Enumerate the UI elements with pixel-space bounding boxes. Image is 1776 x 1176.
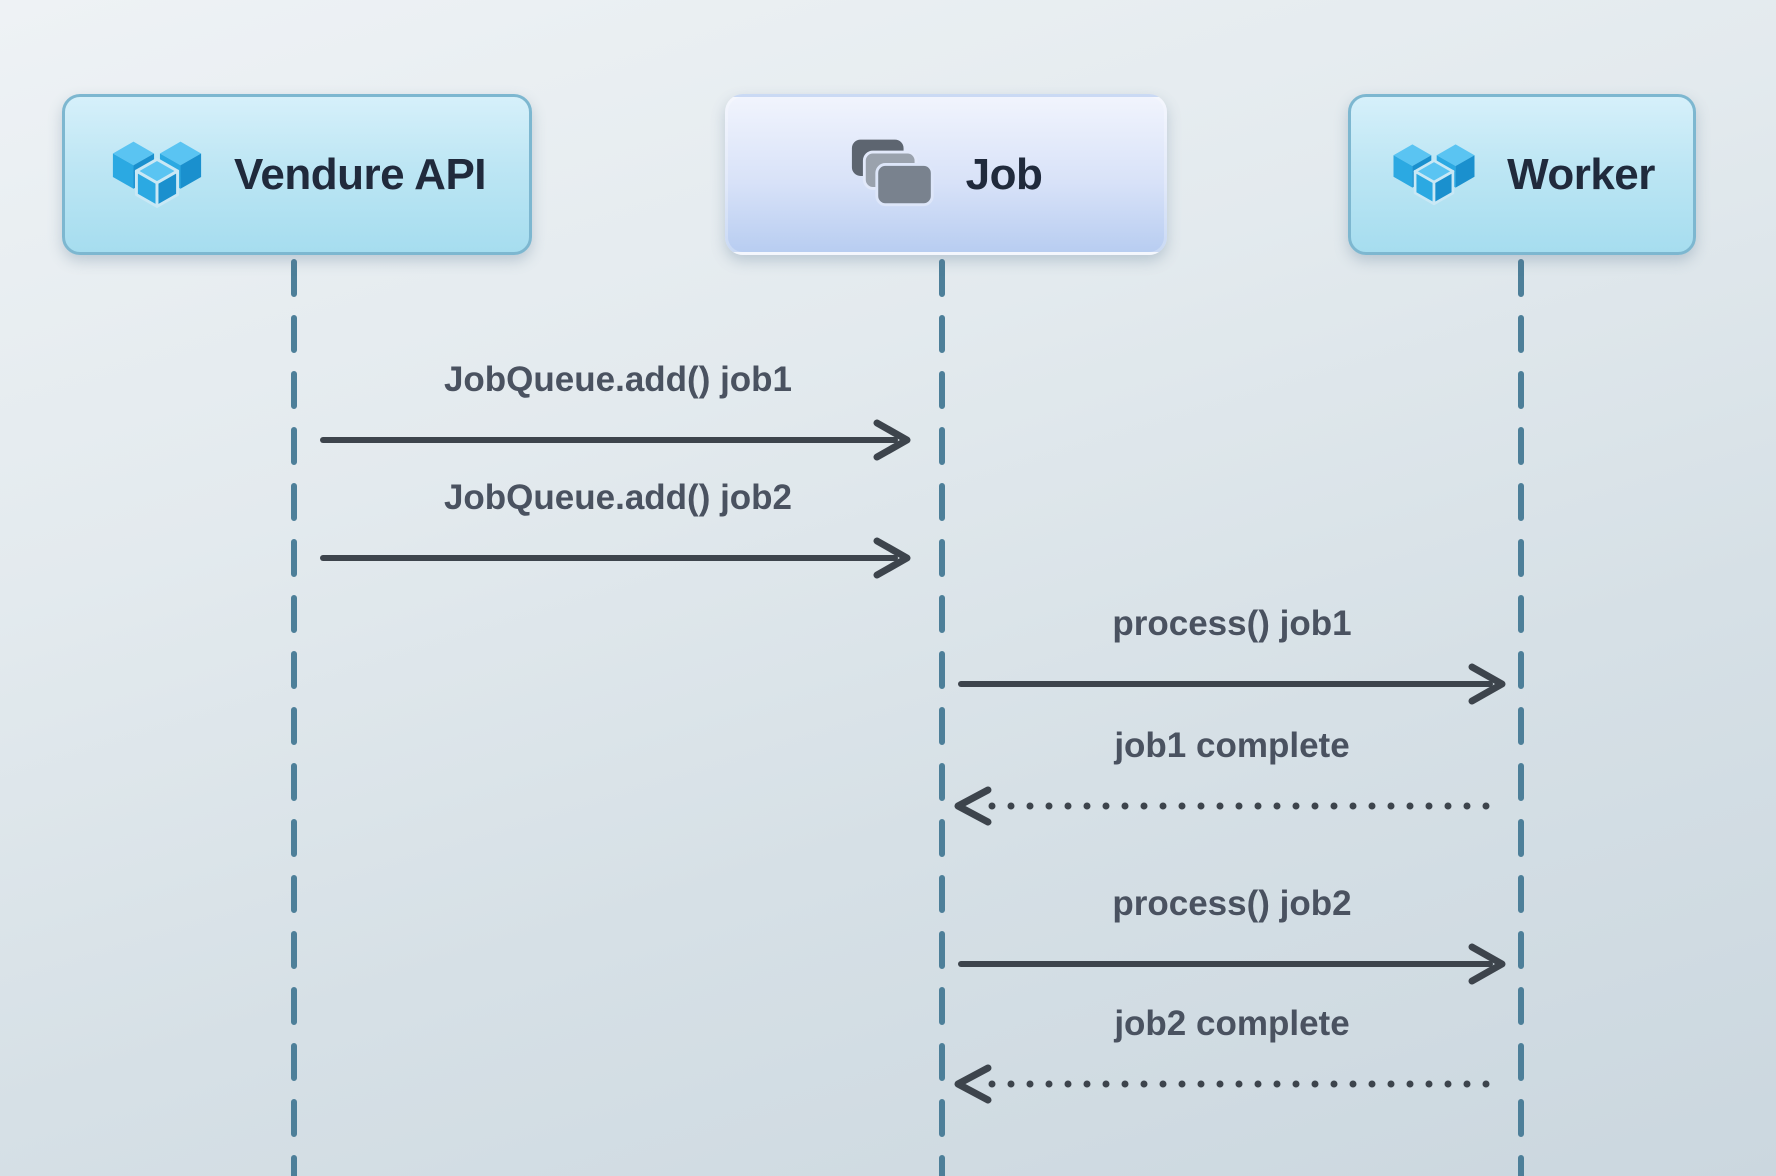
- message-label-job2-complete: job2 complete: [1114, 1004, 1350, 1043]
- actor-vendure-api: Vendure API: [62, 94, 532, 255]
- vendure-logo-icon: [112, 141, 202, 208]
- message-label-jobqueue-add-job1: JobQueue.add() job1: [443, 360, 793, 399]
- message-label-job1-complete: job1 complete: [1114, 726, 1350, 765]
- arrow-process-job1: [958, 663, 1506, 705]
- actor-worker: Worker: [1348, 94, 1696, 255]
- arrow-jobqueue-add-job1: [320, 419, 911, 461]
- arrow-job2-complete: [954, 1064, 1491, 1104]
- arrow-job1-complete: [954, 786, 1491, 826]
- job-stack-icon: [851, 139, 934, 206]
- message-label-process-job1: process() job1: [1112, 604, 1352, 643]
- actor-label: Vendure API: [233, 149, 487, 199]
- message-label-process-job2: process() job2: [1112, 884, 1352, 923]
- actor-label: Worker: [1507, 149, 1655, 199]
- message-label-jobqueue-add-job2: JobQueue.add() job2: [443, 478, 793, 517]
- vendure-logo-icon: [1393, 143, 1475, 205]
- actor-job: Job: [725, 94, 1167, 255]
- arrow-jobqueue-add-job2: [320, 537, 911, 579]
- arrow-process-job2: [958, 943, 1506, 985]
- actor-label: Job: [965, 149, 1043, 199]
